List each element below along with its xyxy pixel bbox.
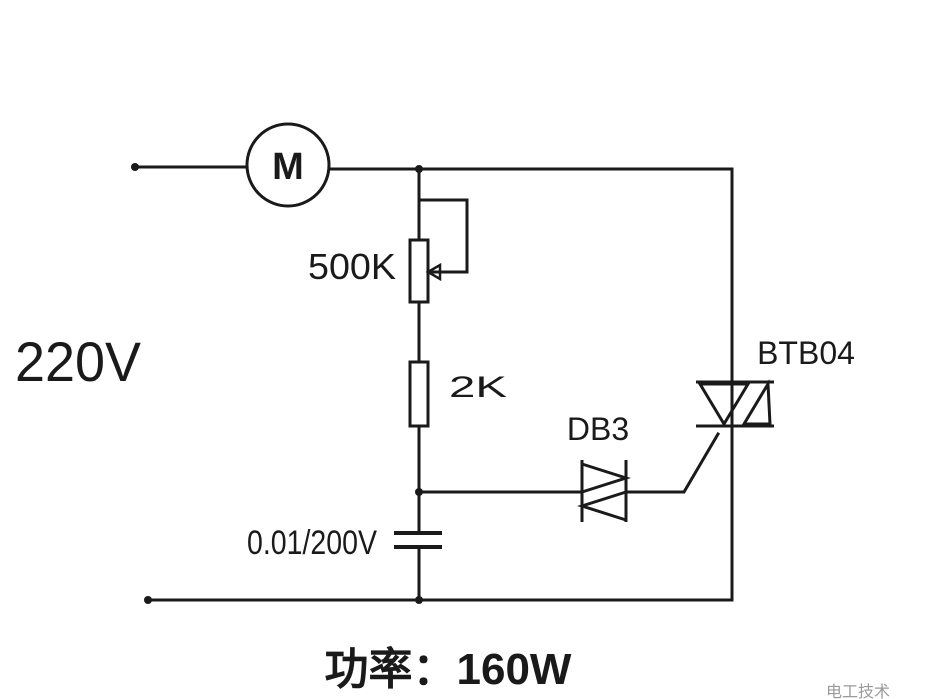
triac-triangle-right	[741, 378, 772, 426]
input-terminal-bottom	[144, 596, 152, 604]
resistor-body	[408, 360, 430, 428]
gate-wire	[626, 431, 721, 494]
potentiometer-arrow-icon	[425, 262, 442, 282]
motor-circle	[245, 122, 331, 208]
junction-gate	[415, 488, 423, 496]
triac	[696, 378, 774, 428]
junction-top	[415, 165, 423, 173]
terminals	[131, 163, 423, 604]
watermark: 电工技术	[826, 683, 890, 699]
input-terminal-top	[131, 163, 139, 171]
wires	[133, 165, 734, 602]
motor-symbol: M	[272, 146, 304, 188]
diac-triangle-lower	[577, 489, 628, 523]
potentiometer-label: 500K	[308, 246, 396, 287]
resistor-label: 2K	[449, 371, 507, 404]
diac-triangle-upper	[580, 461, 631, 495]
triac-triangle-left	[697, 382, 751, 427]
supply-voltage-label: 220V	[15, 330, 142, 393]
junction-bottom	[415, 596, 423, 604]
triac-label: BTB04	[757, 335, 855, 371]
motor: M	[245, 122, 331, 208]
capacitor-label: 0.01/200V	[247, 524, 377, 562]
potentiometer: 500K	[308, 238, 442, 304]
potentiometer-body	[408, 238, 430, 304]
diac	[577, 460, 631, 523]
power-caption: 功率：160W	[325, 645, 572, 694]
resistor: 2K	[408, 360, 507, 428]
pot-wiper-loop	[417, 198, 469, 274]
diac-label: DB3	[567, 411, 629, 447]
capacitor	[394, 531, 442, 549]
